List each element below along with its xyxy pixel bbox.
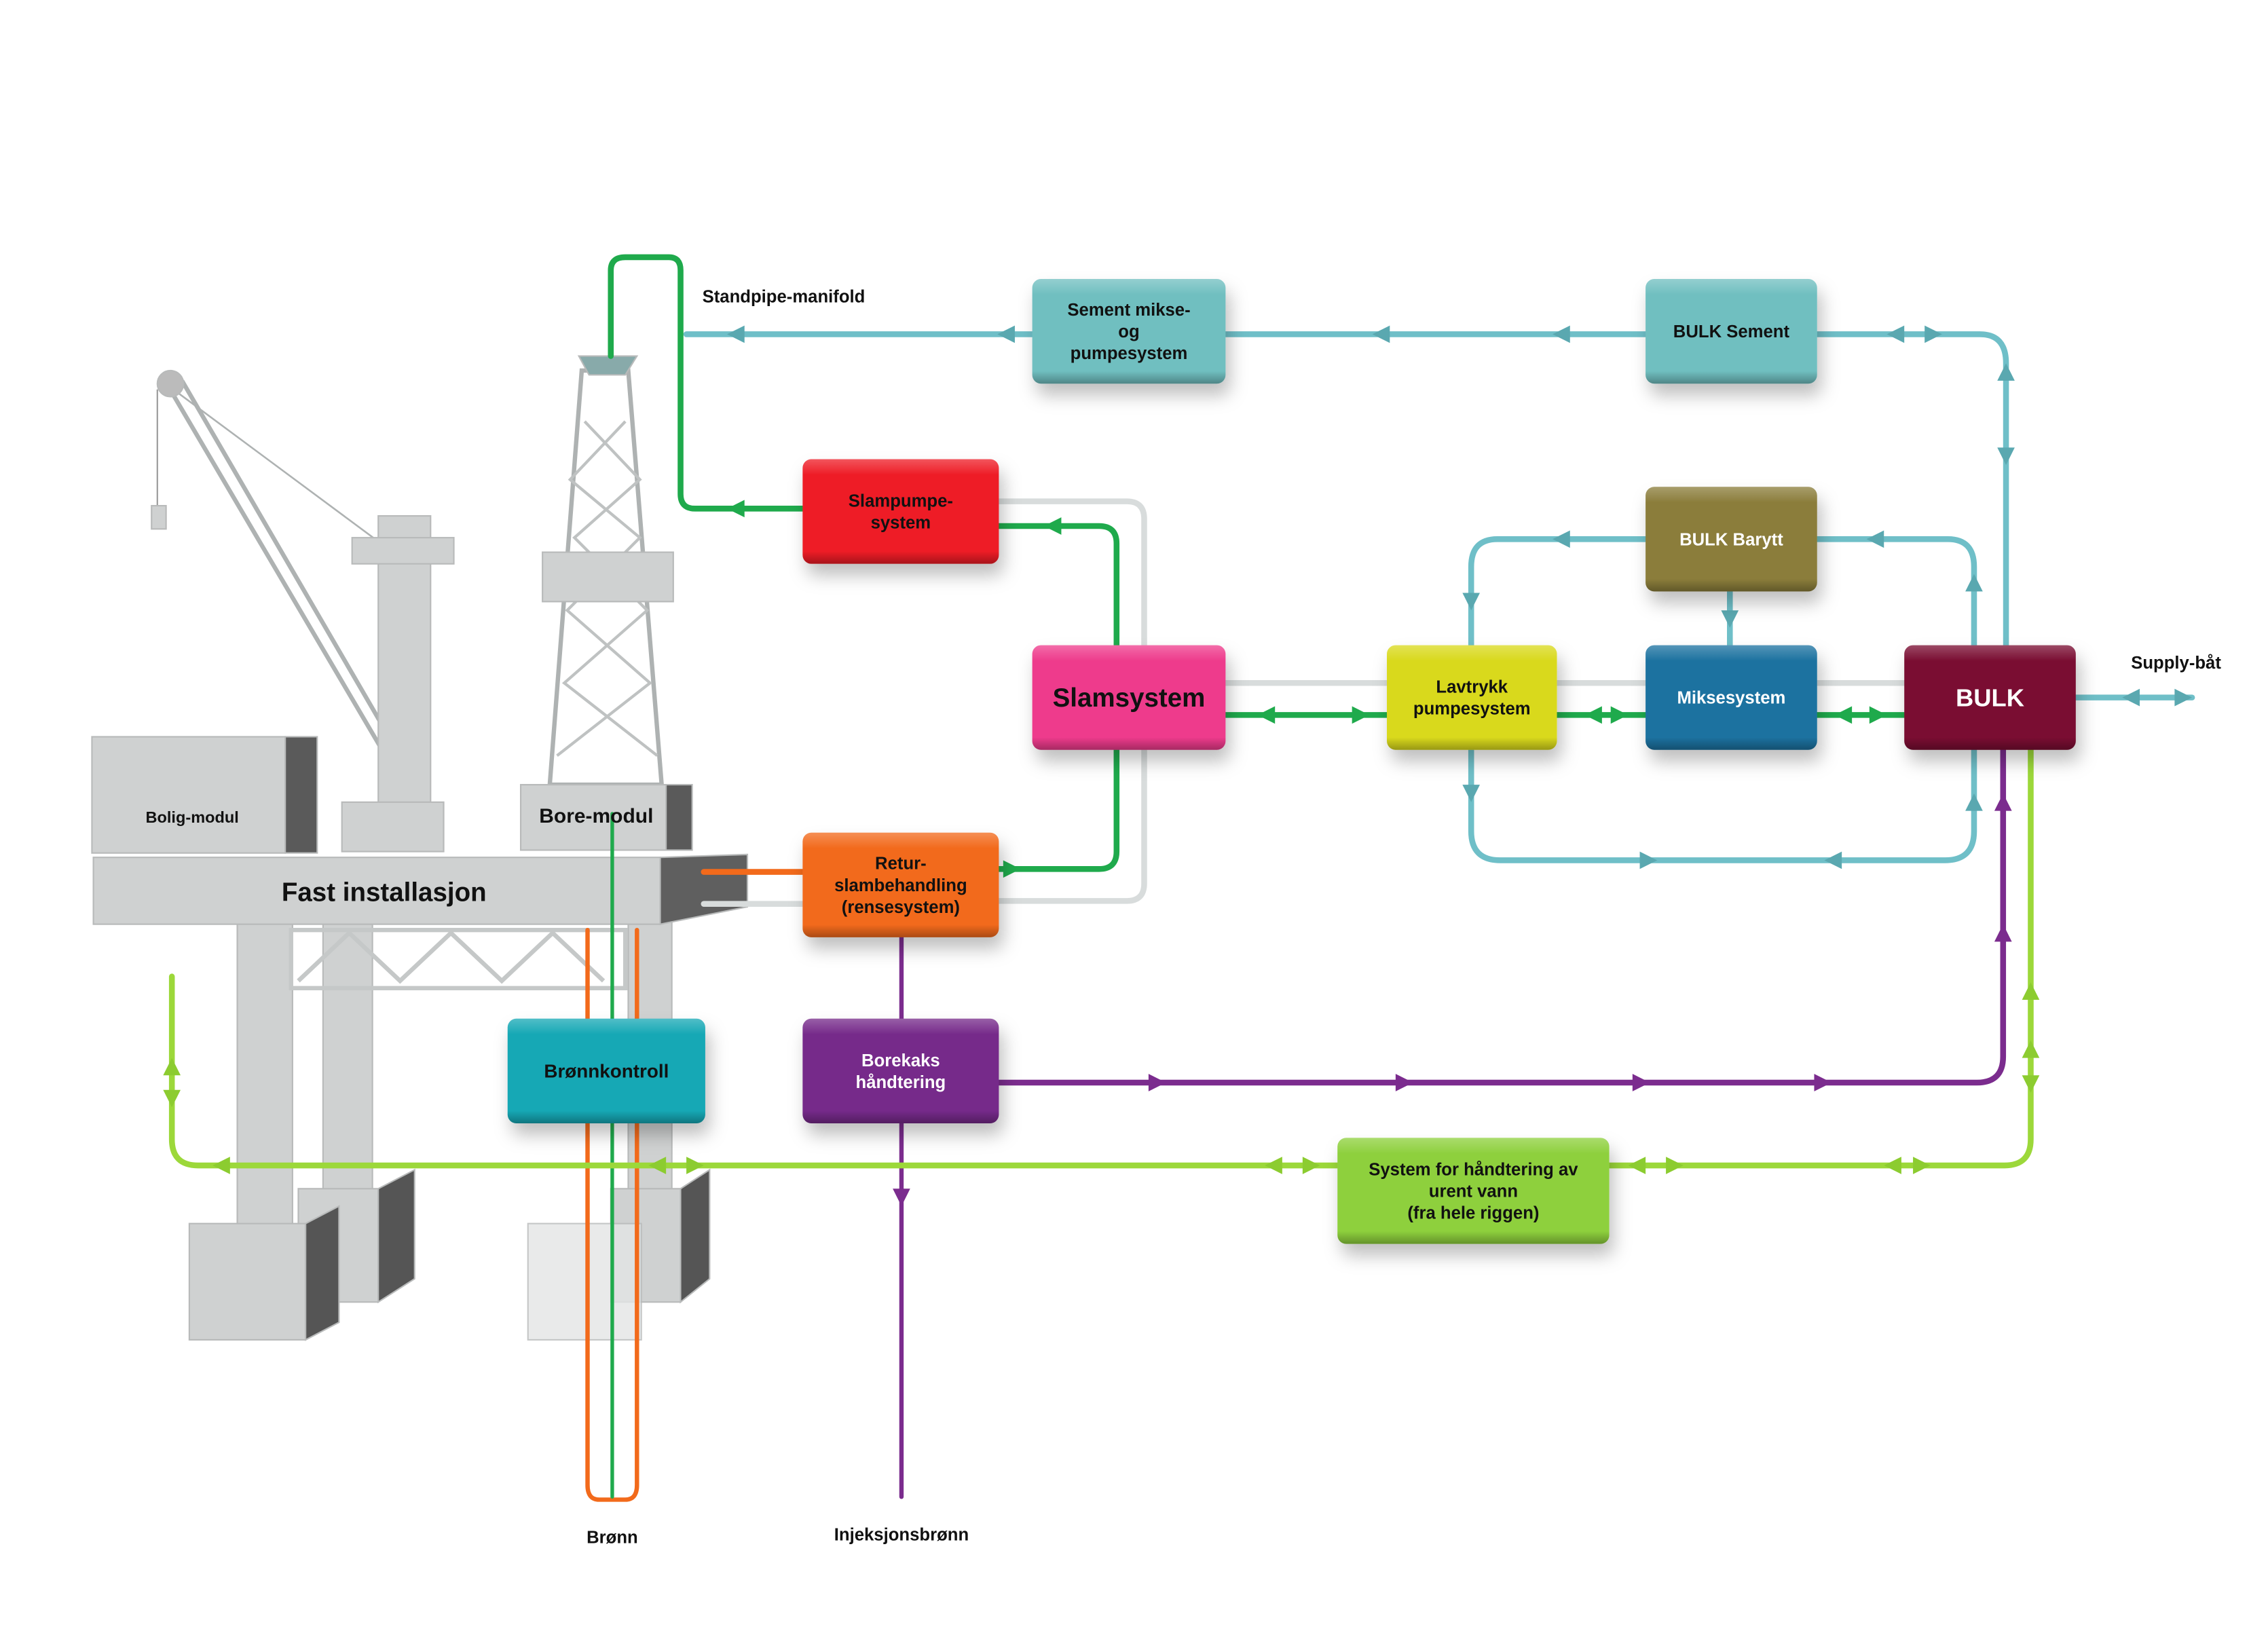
process-boxes: Sement mikse-og pumpesystem BULK SementSla…	[507, 279, 2076, 1244]
pipe-mud-down-green	[996, 747, 1120, 872]
label-bore: Bore-modul	[539, 805, 653, 827]
box-label: System for håndtering av	[1369, 1160, 1578, 1179]
box-sement-mikse: Sement mikse-og pumpesystem	[1032, 279, 1226, 384]
box-gloss	[802, 1018, 999, 1123]
box-label: slambehandling	[834, 876, 967, 895]
pipe-mud-up-gray	[996, 498, 1147, 648]
box-slampumpe: Slampumpe-system	[802, 459, 999, 564]
pipe-barytt-left	[1468, 536, 1649, 648]
box-label: og	[1118, 322, 1139, 341]
box-lavtrykk: Lavtrykk pumpesystem	[1387, 645, 1557, 750]
label-bronn: Brønn	[587, 1529, 638, 1548]
box-bulk: BULK	[1904, 645, 2076, 750]
box-label: pumpesystem	[1071, 344, 1188, 363]
box-gloss	[1337, 1138, 1610, 1244]
box-gloss	[802, 459, 999, 564]
label-supply: Supply-båt	[2131, 654, 2221, 673]
pipes	[163, 254, 2195, 1502]
pipe-cement-line	[683, 331, 2009, 648]
box-label: pumpesystem	[1413, 700, 1531, 719]
box-gloss	[1646, 279, 1817, 384]
box-label: BULK	[1956, 684, 2024, 711]
box-label: (rensesystem)	[842, 898, 960, 917]
label-standpipe: Standpipe-manifold	[703, 287, 866, 306]
box-retur: Retur-slambehandling (rensesystem)	[802, 832, 999, 937]
box-label: Miksesystem	[1677, 689, 1785, 708]
box-miksesystem: Miksesystem	[1646, 645, 1817, 750]
box-gloss	[802, 832, 999, 937]
box-slamsystem: Slamsystem	[1032, 645, 1226, 750]
pipe-well-orange	[585, 927, 639, 1502]
crane	[151, 369, 398, 757]
box-label: Sement mikse-	[1067, 301, 1190, 320]
box-label: (fra hele riggen)	[1407, 1204, 1539, 1223]
box-label: BULK Sement	[1673, 322, 1790, 341]
label-bolig: Bolig-modul	[146, 808, 239, 826]
label-fast: Fast installasjon	[282, 878, 487, 907]
box-gloss	[1904, 645, 2076, 750]
box-label: Slampumpe-	[849, 492, 953, 511]
box-gloss	[1032, 279, 1226, 384]
pipe-mud-up-green	[996, 523, 1120, 648]
box-borekaks: Borekaks håndtering	[802, 1018, 999, 1123]
box-label: Lavtrykk	[1436, 678, 1508, 697]
pipe-cuttings-bulk	[996, 747, 2007, 1086]
pipe-dirty-water	[168, 747, 2034, 1169]
box-label: Brønnkontroll	[544, 1061, 669, 1082]
box-label: system	[871, 514, 931, 533]
box-label: Retur-	[875, 855, 927, 874]
box-label: urent vann	[1429, 1182, 1518, 1201]
box-gloss	[507, 1018, 705, 1123]
box-gloss	[1032, 645, 1226, 750]
derrick	[542, 355, 674, 787]
box-label: Slamsystem	[1053, 684, 1206, 713]
box-bulk-barytt: BULK Barytt	[1646, 487, 1817, 592]
box-gloss	[1387, 645, 1557, 750]
box-bulk-sement: BULK Sement	[1646, 279, 1817, 384]
box-bronnkontroll: Brønnkontroll	[507, 1018, 705, 1123]
box-label: Borekaks	[861, 1051, 940, 1070]
pipe-bottom-loop	[1468, 747, 1977, 863]
box-gloss	[1646, 645, 1817, 750]
pipe-barytt-right	[1814, 536, 1977, 648]
box-label: håndtering	[856, 1073, 946, 1092]
platform-structure	[91, 355, 749, 1341]
box-gloss	[1646, 487, 1817, 592]
box-label: BULK Barytt	[1679, 530, 1783, 549]
label-injeksjon: Injeksjonsbrønn	[834, 1525, 969, 1544]
pipe-standpipe	[608, 254, 806, 512]
pipe-mud-down-gray	[996, 747, 1147, 904]
box-urent-vann: System for håndtering av urent vann (fra h…	[1337, 1138, 1610, 1244]
